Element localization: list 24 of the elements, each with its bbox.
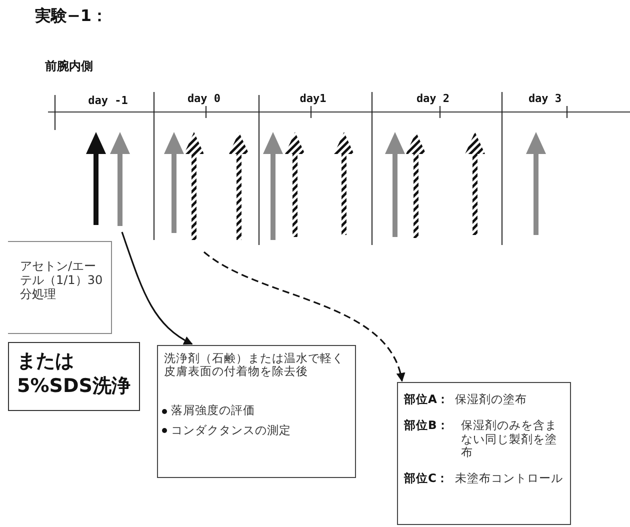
site-description: 保湿剤のみを含まない同じ製剤を塗布 <box>460 418 558 460</box>
site-label: 部位A： <box>404 393 449 407</box>
instruction-text: 洗浄剤（石鹸）または温水で軽く皮膚表面の付着物を除去後 <box>164 351 344 378</box>
measurement-item: 落屑強度の評価 <box>171 404 255 418</box>
section-label: 前腕内側 <box>45 58 93 75</box>
box-text: または5%SDS洗浄 <box>17 349 131 398</box>
day-label: day1 <box>300 92 326 105</box>
measurement-box <box>157 345 356 478</box>
day-label: day 2 <box>416 92 450 105</box>
site-description: 未塗布コントロール <box>454 472 564 486</box>
box-text: アセトン/エーテル（1/1）30分処理 <box>20 260 104 302</box>
arrow <box>204 251 404 382</box>
site-label: 部位B： <box>404 418 449 434</box>
site-box <box>397 382 571 525</box>
day-label: day 0 <box>187 92 221 105</box>
title: 実験−1： <box>35 6 108 27</box>
alternative-box <box>8 342 140 411</box>
day-label: day -1 <box>88 94 128 107</box>
site-description: 保湿剤の塗布 <box>454 393 528 407</box>
arrow <box>121 232 193 345</box>
treatment-box <box>8 241 112 334</box>
site-label: 部位C： <box>404 472 449 486</box>
day-label: day 3 <box>528 92 562 105</box>
measurement-item: コンダクタンスの測定 <box>171 424 291 437</box>
